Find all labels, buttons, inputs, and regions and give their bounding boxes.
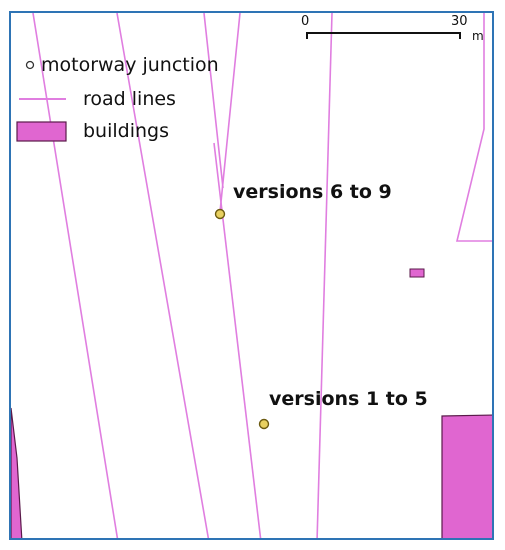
motorway-junction-point[interactable] (214, 208, 226, 220)
map-frame: motorway junction road lines buildings v… (9, 11, 494, 540)
road-line (316, 13, 333, 538)
annotation-versions-6-9: versions 6 to 9 (233, 181, 392, 203)
building-polygon[interactable] (11, 407, 23, 540)
motorway-junction-point[interactable] (258, 418, 270, 430)
building-polygon-icon (16, 121, 67, 142)
legend-junction-label: motorway junction (41, 54, 219, 76)
road-line (219, 13, 241, 213)
building-polygon[interactable] (409, 268, 425, 278)
scale-start-label: 0 (301, 14, 310, 29)
legend-road-label: road lines (83, 88, 176, 110)
annotation-versions-1-5: versions 1 to 5 (269, 388, 428, 410)
scale-end-label: 30 (451, 14, 468, 29)
building-polygon[interactable] (441, 414, 494, 540)
scale-bar (306, 32, 461, 39)
road-line (32, 13, 119, 538)
road-line (455, 13, 492, 242)
scale-unit-label: m (472, 29, 484, 43)
road-line (116, 13, 210, 538)
road-line (203, 13, 224, 189)
map-canvas[interactable] (11, 13, 494, 540)
junction-point-icon (25, 60, 35, 70)
legend-building-label: buildings (83, 120, 170, 142)
